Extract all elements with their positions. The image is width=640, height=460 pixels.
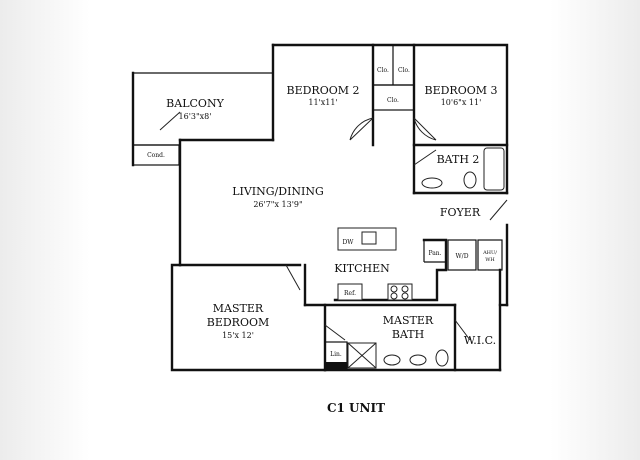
bedroom2-door bbox=[349, 117, 374, 141]
master-bath-label-2: BATH bbox=[392, 328, 424, 341]
ahu-closet bbox=[477, 239, 503, 271]
bedroom2-label: BEDROOM 2 bbox=[286, 84, 359, 97]
refrigerator-label: Ref. bbox=[344, 290, 356, 297]
refrigerator-box bbox=[337, 283, 363, 301]
bath2-toilet bbox=[463, 171, 477, 189]
bedroom3-dims: 10'6"x 11' bbox=[441, 98, 482, 107]
closet-a-label: Clo. bbox=[377, 67, 389, 74]
bedroom-block-walls bbox=[271, 43, 509, 195]
master-bedroom-label-1: MASTER bbox=[213, 302, 264, 315]
right-fade bbox=[550, 0, 640, 460]
foyer-label: FOYER bbox=[440, 206, 481, 219]
linen-shelf bbox=[325, 362, 347, 370]
master-sink bbox=[409, 354, 427, 366]
master-sink bbox=[383, 354, 401, 366]
bath2-tub bbox=[483, 147, 505, 191]
master-bedroom-walls bbox=[170, 263, 327, 372]
kitchen-pantry-wall bbox=[333, 238, 448, 302]
kitchen-sink bbox=[361, 231, 377, 245]
master-bedroom-label-2: BEDROOM bbox=[207, 316, 270, 329]
balcony-door bbox=[159, 111, 181, 131]
master-bedroom-dims: 15'x 12' bbox=[222, 331, 254, 340]
left-fade bbox=[0, 0, 90, 460]
wic-label: W.I.C. bbox=[464, 334, 496, 347]
ahu-label: AHU/ bbox=[482, 250, 497, 256]
burner-icon bbox=[390, 285, 398, 293]
master-bath-label-1: MASTER bbox=[383, 314, 434, 327]
pantry-label: Pan. bbox=[428, 250, 441, 257]
entry-door bbox=[489, 199, 508, 221]
closet-c-box bbox=[372, 84, 415, 111]
bedroom3-label: BEDROOM 3 bbox=[424, 84, 497, 97]
bath2-door bbox=[413, 149, 437, 166]
washer-dryer-label: W/D bbox=[456, 253, 469, 260]
master-bath-door bbox=[324, 324, 346, 341]
shower-line bbox=[347, 342, 377, 369]
burner-icon bbox=[390, 292, 398, 300]
master-toilet bbox=[435, 349, 449, 367]
burner-icon bbox=[401, 285, 409, 293]
balcony-dims: 16'3"x8' bbox=[179, 112, 212, 121]
bath2-label: BATH 2 bbox=[437, 153, 480, 166]
wic-door bbox=[454, 319, 471, 341]
living-dining-dims: 26'7"x 13'9" bbox=[253, 200, 302, 209]
dishwasher-label: DW bbox=[343, 239, 355, 246]
bath2-sink bbox=[421, 177, 443, 189]
balcony-label: BALCONY bbox=[166, 97, 224, 110]
kitchen-label: KITCHEN bbox=[334, 262, 390, 275]
linen-label: Lin. bbox=[330, 351, 342, 358]
closet-c-label: Clo. bbox=[387, 97, 399, 104]
living-dining-label: LIVING/DINING bbox=[232, 185, 324, 198]
burner-icon bbox=[401, 292, 409, 300]
bedroom2-dims: 11'x11' bbox=[308, 98, 337, 107]
closet-b-label: Clo. bbox=[398, 67, 410, 74]
master-door bbox=[285, 264, 301, 291]
wh-label: WH bbox=[485, 257, 495, 263]
wd-closet bbox=[447, 239, 477, 271]
bedroom3-door bbox=[413, 117, 437, 141]
unit-title: C1 UNIT bbox=[327, 401, 385, 415]
cond-label: Cond. bbox=[147, 152, 165, 159]
